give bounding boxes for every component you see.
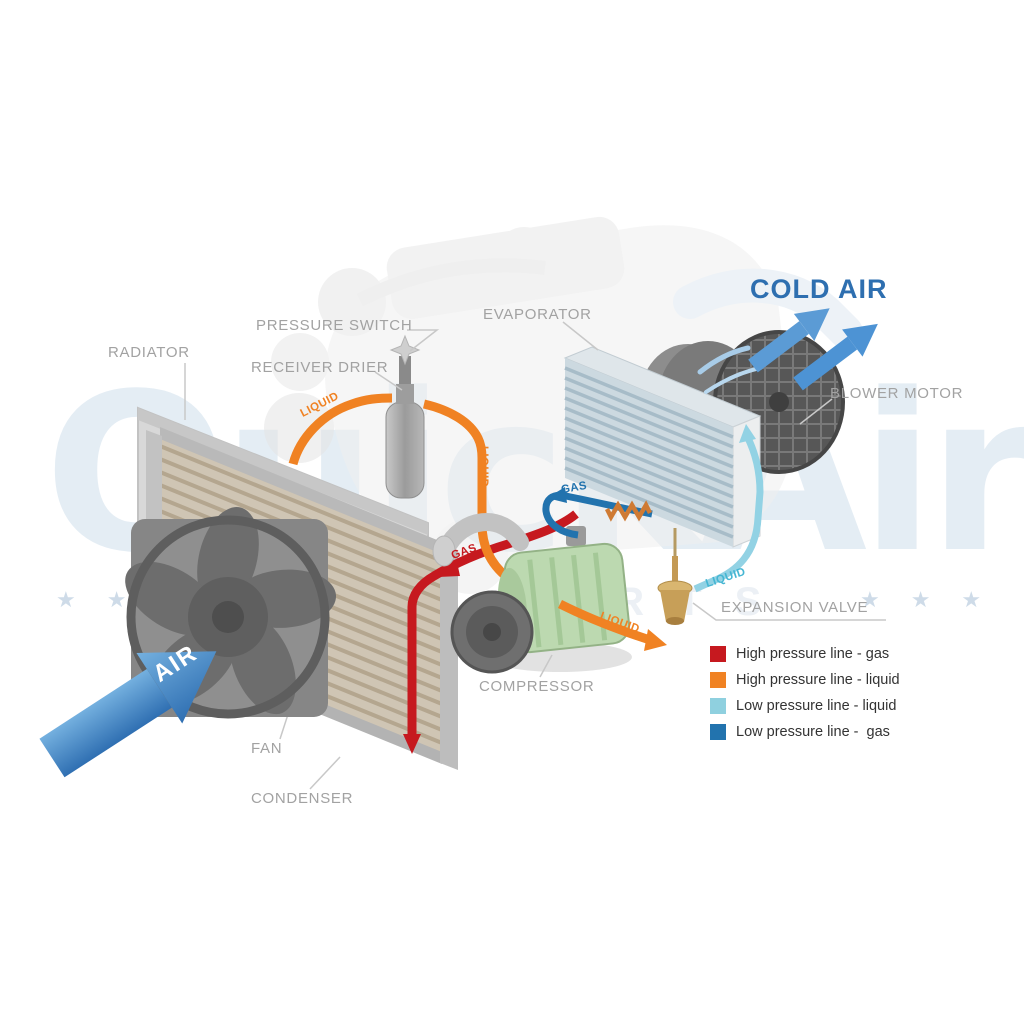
evaporator-graphic <box>563 346 762 548</box>
high-pressure-liquid-pipe-3 <box>557 599 652 645</box>
low-pressure-liquid-pipe <box>693 434 764 593</box>
high-pressure-liquid-pipe-2 <box>422 399 562 609</box>
legend-label-hp-gas: High pressure line - gas <box>736 646 890 662</box>
label-expansion-valve: EXPANSION VALVE <box>721 599 869 616</box>
high-pressure-gas-arrows <box>403 562 460 754</box>
leader-lines <box>184 321 886 790</box>
legend-swatch-hp-gas <box>710 646 726 662</box>
label-pressure-switch: PRESSURE SWITCH <box>256 317 413 334</box>
legend-label-lp-liquid: Low pressure line - liquid <box>736 698 897 714</box>
expansion-valve-graphic <box>657 528 693 625</box>
high-pressure-gas-pipe <box>407 510 579 736</box>
high-pressure-liquid-arrow-2 <box>644 629 667 651</box>
watermark-stars-right: ★ ★ ★ <box>860 588 994 613</box>
label-receiver-drier: RECEIVER DRIER <box>251 359 389 376</box>
label-condenser: CONDENSER <box>251 790 354 807</box>
cold-air-label: COLD AIR <box>750 274 888 304</box>
label-fan: FAN <box>251 740 283 757</box>
legend-row-hp-gas: High pressure line - gas <box>710 646 900 662</box>
label-evaporator: EVAPORATOR <box>483 306 592 323</box>
legend-row-lp-liquid: Low pressure line - liquid <box>710 698 900 714</box>
legend-swatch-lp-gas <box>710 724 726 740</box>
legend-label-hp-liquid: High pressure line - liquid <box>736 672 900 688</box>
engine-elbow-pipe <box>432 513 529 567</box>
label-blower-motor: BLOWER MOTOR <box>830 385 964 402</box>
receiver-drier-graphic <box>385 384 425 499</box>
legend: High pressure line - gas High pressure l… <box>710 646 900 750</box>
low-pressure-gas-arrow <box>547 487 567 503</box>
cold-air-arrows <box>697 308 878 394</box>
label-compressor: COMPRESSOR <box>479 678 595 695</box>
low-pressure-liquid-arrow <box>739 424 756 443</box>
legend-row-lp-gas: Low pressure line - gas <box>710 724 900 740</box>
suction-hose-coil <box>604 500 653 522</box>
high-pressure-liquid-pipe <box>288 393 393 466</box>
legend-swatch-hp-liquid <box>710 672 726 688</box>
air-arrow <box>39 651 217 778</box>
legend-row-hp-liquid: High pressure line - liquid <box>710 672 900 688</box>
legend-swatch-lp-liquid <box>710 698 726 714</box>
pressure-switch-graphic <box>389 334 421 384</box>
pipe-label-liquid-drier-out: LIQUID <box>477 446 489 488</box>
legend-label-lp-gas: Low pressure line - gas <box>736 724 890 740</box>
label-radiator: RADIATOR <box>108 344 190 361</box>
